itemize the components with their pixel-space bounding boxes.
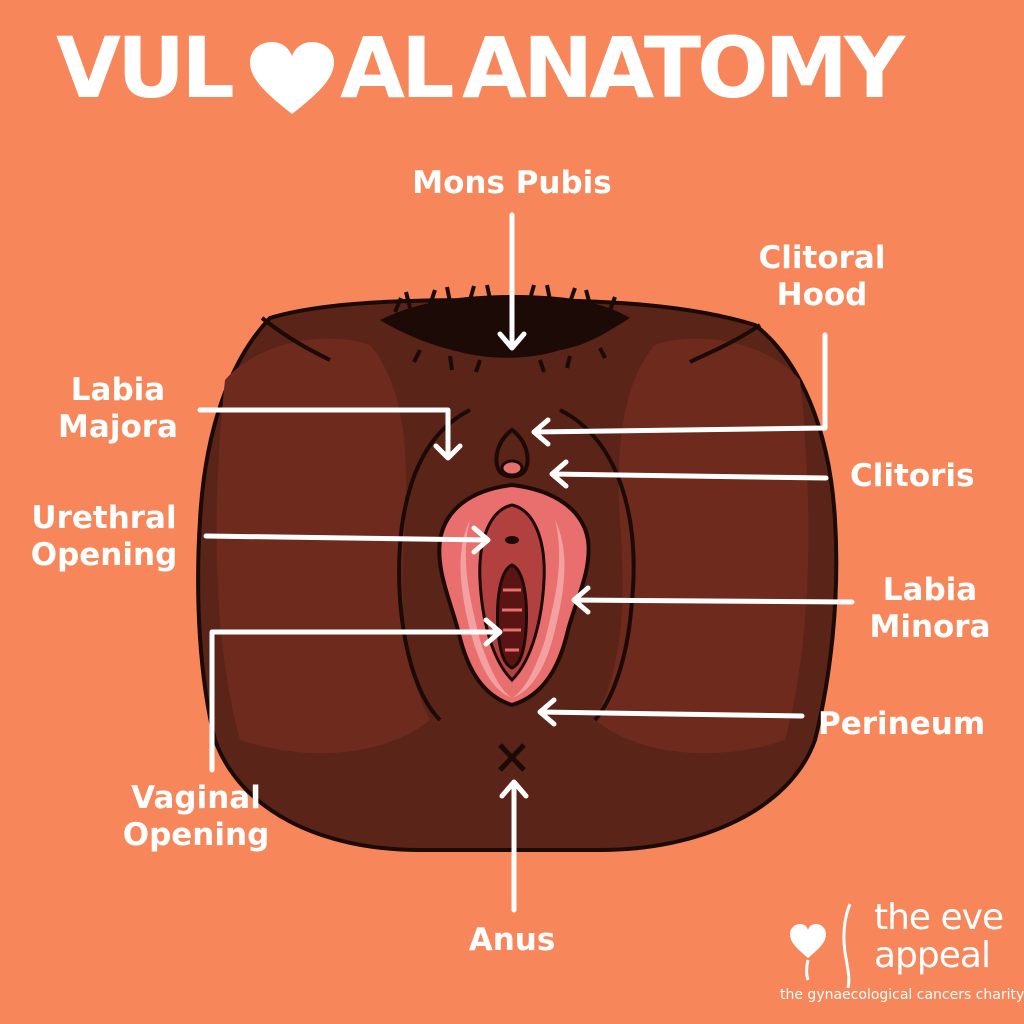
label-labia-majora-line1: Labia <box>70 372 166 408</box>
label-clitoral-hood-line1: Clitoral <box>758 240 886 276</box>
heart-icon <box>250 42 334 114</box>
label-labia-majora-line2: Majora <box>58 409 178 445</box>
arrow-perineum <box>537 697 805 727</box>
right-thigh-highlight <box>595 338 809 754</box>
labia-majora-outline-right <box>559 408 636 722</box>
arrow-anus <box>499 779 529 913</box>
logo-tagline: the gynaecological cancers charity <box>780 987 1024 1003</box>
label-vaginal-opening: Vaginal Opening <box>123 780 270 854</box>
label-clitoral-hood: Clitoral Hood <box>759 240 886 314</box>
label-urethral-opening-line1: Urethral <box>31 500 177 536</box>
arrow-labia-majora <box>197 407 463 461</box>
label-labia-majora: Labia Majora <box>58 372 178 446</box>
left-crease <box>260 316 331 362</box>
arrow-labia-minora <box>571 585 855 615</box>
vaginal-opening <box>496 563 528 670</box>
left-thigh-highlight <box>216 338 430 754</box>
label-urethral-opening: Urethral Opening <box>31 500 178 574</box>
logo-line-1: the eve <box>874 897 1004 938</box>
clitoris <box>500 459 524 477</box>
pubic-hair-strands <box>393 284 617 373</box>
logo-line-2: appeal <box>874 935 991 976</box>
label-clitoral-hood-line2: Hood <box>776 277 868 313</box>
label-labia-minora: Labia Minora <box>869 572 990 646</box>
label-vaginal-opening-line1: Vaginal <box>131 780 261 816</box>
arrow-vaginal-opening <box>209 617 503 773</box>
label-clitoris: Clitoris <box>850 458 975 494</box>
label-anus: Anus <box>468 922 556 958</box>
labia-minora-highlight-right <box>512 520 565 698</box>
logo <box>790 903 852 989</box>
pubic-hair <box>380 295 630 358</box>
urethral-opening <box>505 536 519 544</box>
title-part-1: VUL <box>56 19 235 117</box>
logo-heart-icon <box>790 924 826 958</box>
label-labia-minora-line1: Labia <box>882 572 978 608</box>
label-perineum: Perineum <box>818 706 986 742</box>
label-mons-pubis: Mons Pubis <box>412 165 612 201</box>
title-part-3: ANATOMY <box>462 19 905 117</box>
logo-figure-line <box>805 903 852 989</box>
vaginal-ridges <box>502 588 522 652</box>
label-urethral-opening-line2: Opening <box>30 537 178 573</box>
labia-majora-outline <box>397 408 471 722</box>
page-title: VUL AL ANATOMY <box>0 18 1024 118</box>
title-part-2: AL <box>340 19 455 117</box>
arrow-clitoris <box>549 459 829 489</box>
label-vaginal-opening-line2: Opening <box>122 817 270 853</box>
right-crease <box>689 323 762 364</box>
arrow-urethral-opening <box>203 525 491 555</box>
arrow-mons-pubis <box>497 212 527 351</box>
label-labia-minora-line2: Minora <box>869 609 991 645</box>
arrow-clitoral-hood <box>531 332 828 447</box>
anus <box>498 743 526 772</box>
